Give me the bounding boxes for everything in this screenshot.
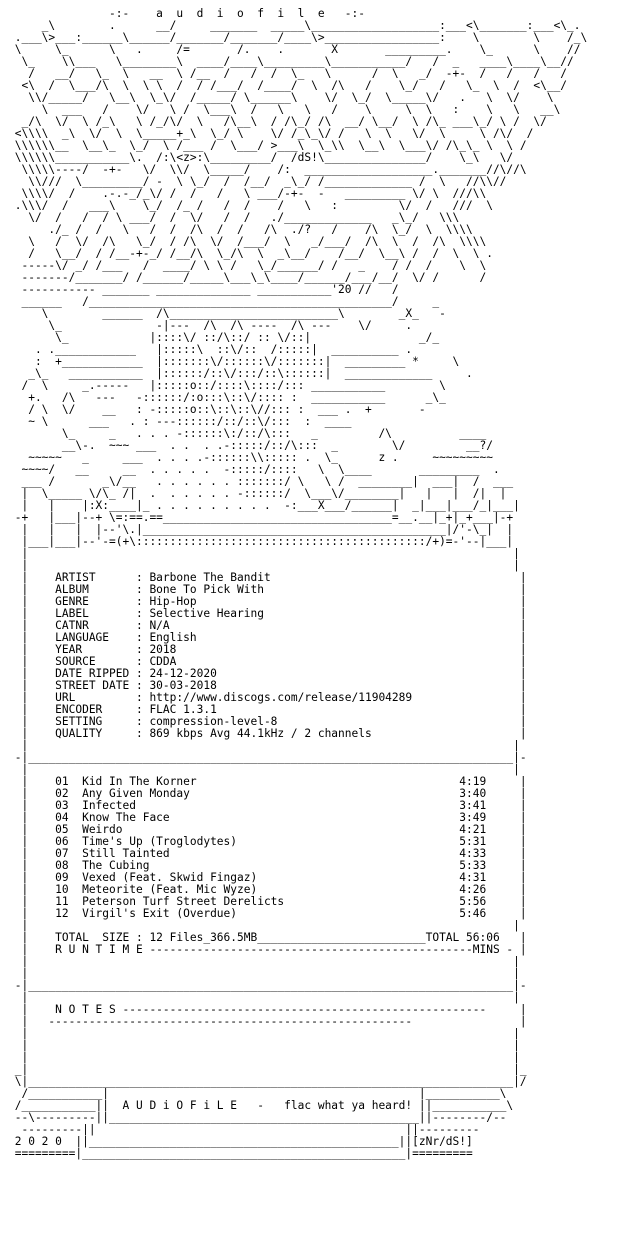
banner-art-line: \\\\\\__ \__\_ \_/ \ /___ / \___/ >___\ …	[8, 139, 527, 152]
banner-art-line: ~~~~/ __ __ . . . . . -:::::/:::: \ \___…	[8, 463, 500, 476]
box-edge: | |	[8, 991, 520, 1004]
banner-art-line: \\/// \_________/ - \ \_/ / /__/ _\_/ /_…	[8, 175, 507, 188]
box-edge: | |	[8, 919, 520, 932]
banner-art-line: __\-. ~~~ ___ . . . .-:::::/::/\::: _ \/…	[8, 439, 493, 452]
banner-art-line: / \ \/ __ : -:::::o::\::\::\//::: : ___ …	[8, 403, 426, 416]
banner-art-line: _\ . __/ _______ _____\_________________…	[8, 19, 581, 32]
box-edge: | |	[8, 559, 520, 572]
banner-art-line: |___|___|--'-=(+\:::::::::::::::::::::::…	[8, 535, 514, 548]
info-row: | DATE RIPPED : 24-12-2020 |	[8, 667, 527, 680]
box-edge: | |	[8, 547, 520, 560]
track-row: | 01 Kid In The Korner 4:19 |	[8, 775, 527, 788]
box-edge: | |	[8, 967, 520, 980]
footer-bottom: =========|______________________________…	[8, 1147, 473, 1160]
track-row: | 07 Still Tainted 4:33 |	[8, 847, 527, 860]
banner-art-line: -----\/ _/ /___ / ____/ \ \ / \_/______/…	[8, 259, 487, 272]
info-row: | LANGUAGE : English |	[8, 631, 527, 644]
banner-art-line: .\\\/ / ___\ \_/ /_ / / / / \ : \/ / ///…	[8, 199, 493, 212]
track-row: | 11 Peterson Turf Street Derelicts 5:56…	[8, 895, 527, 908]
box-edge: | |	[8, 739, 520, 752]
box-edge: | |	[8, 1051, 520, 1064]
banner-art-line: ______ /________________________________…	[8, 295, 440, 308]
box-edge: | |	[8, 763, 520, 776]
track-row: | 04 Know The Face 3:49 |	[8, 811, 527, 824]
banner-art-line: / \__/ / /__-+-_/ /__/\ \_/\ \ _\__/ /__…	[8, 247, 493, 260]
info-row: | STREET DATE : 30-03-2018 |	[8, 679, 527, 692]
banner-art-line: _\_ ___________ |::::::/::\/:::/::\:::::…	[8, 367, 473, 380]
banner-art-line: ./_ / / \ / / /\ / / /\ ./? / /\ \_/ \ \…	[8, 223, 473, 236]
track-row: | 08 The Cubing 5:33 |	[8, 859, 527, 872]
banner-art-line: \_ _ . . . -::::::\:/::/\::: _ /\ ____	[8, 427, 487, 440]
banner-art-line: \\/_____/ \__\ \_\/ /_____/ \______\ \/ …	[8, 91, 554, 104]
banner-art-line: \_ \\___ \________\ ____/____\_________\…	[8, 55, 574, 68]
track-row: | 06 Time's Up (Troglodytes) 5:31 |	[8, 835, 527, 848]
banner-art-line: _/\ \/ \ /_\ \ /_/\/ \ /\__\ / /\_/ /\ _…	[8, 115, 547, 128]
banner-art-line: . .____________ |:::::\ ::\/:: /:::::| _…	[8, 343, 413, 356]
banner-art-line: / \ _.----- |:::::o::/::::\::::/::: ____…	[8, 379, 446, 392]
box-edge: | |	[8, 1039, 520, 1052]
info-row: | ARTIST : Barbone The Bandit |	[8, 571, 527, 584]
track-row: | 02 Any Given Monday 3:40 |	[8, 787, 527, 800]
banner-art-line: \_ -|--- /\ /\ ---- /\ --- \/ .	[8, 319, 413, 332]
footer-top: /___________| |___________\	[8, 1087, 507, 1100]
track-row: | 05 Weirdo 4:21 |	[8, 823, 527, 836]
banner-art-line: \/ / / / \ ___/ / \/ / / ./_____________…	[8, 211, 460, 224]
banner-art-line: \\\\\\___________\. /:\<z>:\_________/ /…	[8, 151, 514, 164]
banner-art-line: +. /\ --- -::::::/:o:::\::\/:::: : _____…	[8, 391, 446, 404]
banner-art-line: \_ |::::\/ ::/\::/ :: \/::| _/_	[8, 331, 440, 344]
info-row: | LABEL : Selective Hearing |	[8, 607, 527, 620]
runtime-row: | R U N T I M E ------------------------…	[8, 943, 527, 956]
track-row: | 03 Infected 3:41 |	[8, 799, 527, 812]
footer-tagline-row: /___________|| A U D i O F i L E - flac …	[8, 1099, 514, 1112]
banner-art-line: .___\>___:______\______/_______/_______/…	[8, 31, 588, 44]
banner-art-line: / __/ \_ \ __ \ /__ / / / \_ \ / \ _/ -+…	[8, 67, 568, 80]
box-edge: | |	[8, 955, 520, 968]
notes-row: | N O T E S ----------------------------…	[8, 1003, 527, 1016]
info-row: | YEAR : 2018 |	[8, 643, 527, 656]
box-edge: _| |_	[8, 1063, 527, 1076]
info-row: | URL : http://www.discogs.com/release/1…	[8, 691, 527, 704]
banner-art-line: | | |:X:____|_ . . . . . . . . . -:___X_…	[8, 499, 520, 512]
section-divider: -|______________________________________…	[8, 751, 527, 764]
section-divider: -|______________________________________…	[8, 979, 527, 992]
nfo-ascii-release-sheet: -:- a u d i o f i l e -:- _\ . __/ _____…	[8, 7, 588, 1160]
track-row: | 12 Virgil's Exit (Overdue) 5:46 |	[8, 907, 527, 920]
info-row: | QUALITY : 869 kbps Avg 44.1kHz / 2 cha…	[8, 727, 527, 740]
info-row: | GENRE : Hip-Hop |	[8, 595, 527, 608]
banner-art-line: ~ \ ___ . : ---::::::/::/::\/::: : ____	[8, 415, 352, 428]
banner-art-line: -:- a u d i o f i l e -:-	[8, 7, 365, 20]
info-row: | CATNR : N/A |	[8, 619, 527, 632]
banner-art-line: \ / \/ /\ \_/ / /\ \/ /___/ \ _/___/ /\ …	[8, 235, 487, 248]
track-row: | 09 Vexed (Feat. Skwid Fingaz) 4:31 |	[8, 871, 527, 884]
info-row: | SETTING : compression-level-8 |	[8, 715, 527, 728]
banner-art-line: | \_____ \/\_ /| . . . . . . -::::::/ \_…	[8, 487, 507, 500]
footer-mid: --\---------||__________________________…	[8, 1111, 507, 1124]
track-row: | 10 Meteorite (Feat. Mic Wyze) 4:26 |	[8, 883, 527, 896]
banner-art-line: -+ |___|--+ \=:==.==____________________…	[8, 511, 514, 524]
box-bottom: \|______________________________________…	[8, 1075, 527, 1088]
banner-art-line: \ ___ / \/ \ / \___\ / \ \ / \ \ \ : \ \…	[8, 103, 561, 116]
banner-art-line: ___ / _\/__ . . . . . . :::::::/ \ \ / _…	[8, 475, 514, 488]
info-row: | ENCODER : FLAC 1.3.1 |	[8, 703, 527, 716]
banner-art-line: : +____________ |:::::::\/::::::\/::::::…	[8, 355, 460, 368]
info-row: | ALBUM : Bone To Pick With |	[8, 583, 527, 596]
banner-art-line: -------/_______/ /______/_____\___\_\___…	[8, 271, 487, 284]
banner-art-line: ~~~~~ _ ___ . . . .-::::::\\::::: . \_ z…	[8, 451, 493, 464]
banner-art-line: <\ / \___/\ \ \ \ / / /___/ /____/ \ /\ …	[8, 79, 568, 92]
banner-art-line: \\\\/ / .-.-_/_\/ / / / \ ___/-+- - ____…	[8, 187, 487, 200]
info-row: | SOURCE : CDDA |	[8, 655, 527, 668]
box-edge: | |	[8, 1027, 520, 1040]
total-size-row: | TOTAL SIZE : 12 Files_366.5MB_________…	[8, 931, 527, 944]
banner-art-line: ----------- _______ ______________ _____…	[8, 283, 399, 296]
banner-art-line: \ ______ /\_________________________\ _X…	[8, 307, 446, 320]
banner-art-line: <\\\\ _\ \/ \ \_____+_\ \_/ \ \/ /_\_\/ …	[8, 127, 534, 140]
footer-year-row: 2 0 2 0 ||______________________________…	[8, 1135, 473, 1148]
notes-underline: | --------------------------------------…	[8, 1015, 527, 1028]
banner-art-line: \ \_ \ . /= /. . X _________. \_ \ //	[8, 43, 581, 56]
footer-mid2: ---------|| ||---------	[8, 1123, 480, 1136]
banner-art-line: | | | |--'\.|___________________________…	[8, 523, 514, 536]
banner-art-line: \\\\\----/ -+- \/ \\/ \_____/ /: _______…	[8, 163, 527, 176]
